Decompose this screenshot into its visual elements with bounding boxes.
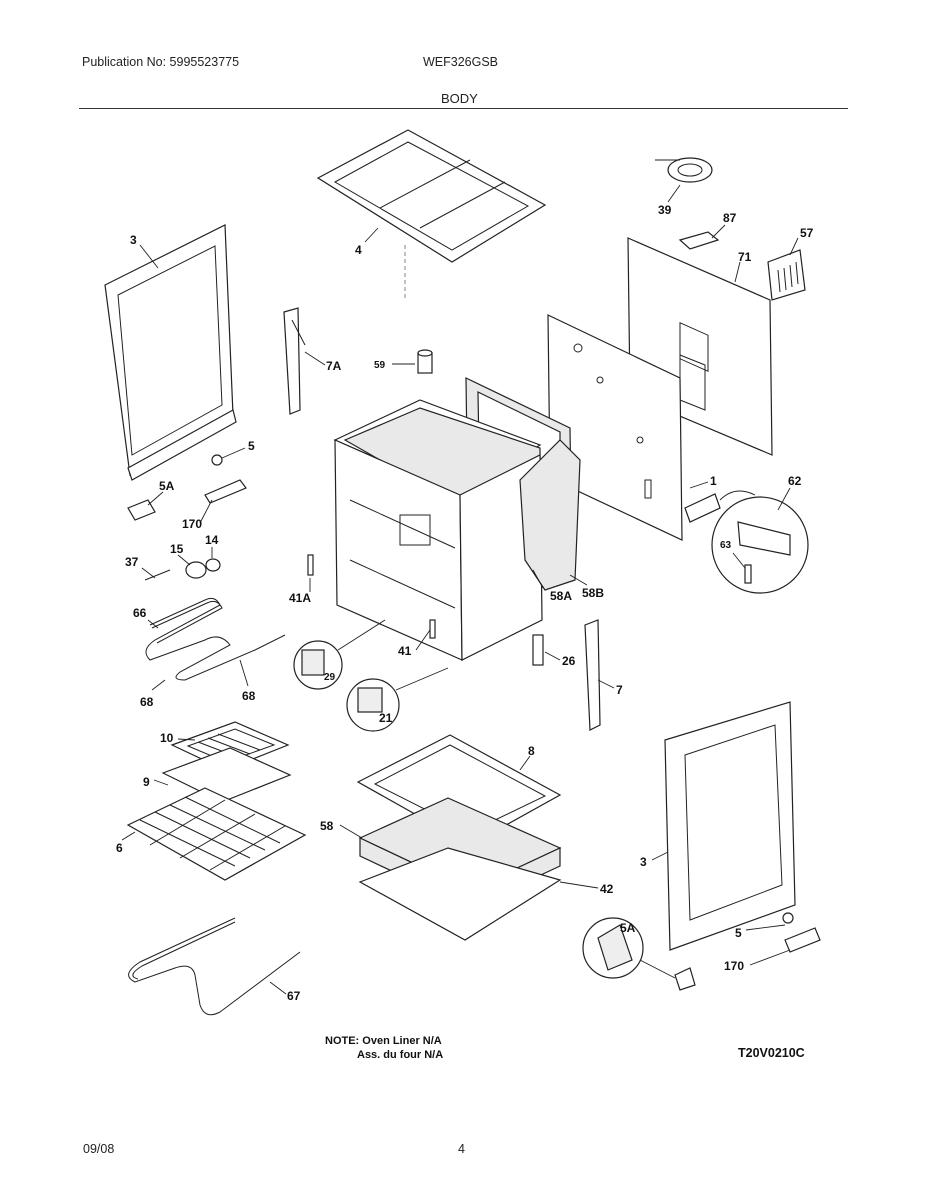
- callout-7a: 7A: [326, 359, 342, 373]
- part-power-cord: [655, 157, 713, 183]
- callout-5a-right: 5A: [620, 921, 636, 935]
- footer-date: 09/08: [83, 1142, 115, 1156]
- part-26: [532, 634, 544, 666]
- callout-170-left: 170: [182, 517, 202, 531]
- callout-42: 42: [600, 882, 614, 896]
- model-number: WEF326GSB: [423, 55, 499, 69]
- callout-3-left: 3: [130, 233, 137, 247]
- callout-37: 37: [125, 555, 139, 569]
- callout-5-left: 5: [248, 439, 255, 453]
- part-label-57: [767, 249, 806, 301]
- callout-3-right: 3: [640, 855, 647, 869]
- callout-41: 41: [398, 644, 412, 658]
- callout-68-left: 68: [140, 695, 154, 709]
- part-label-barcode: [777, 261, 799, 293]
- callout-58b: 58B: [582, 586, 604, 600]
- callout-71: 71: [738, 250, 752, 264]
- part-bracket-87: [678, 231, 720, 250]
- diagram-code: T20V0210C: [738, 1046, 805, 1060]
- part-hinge-receiver-right: [584, 619, 601, 731]
- callout-14: 14: [205, 533, 219, 547]
- part-broil-pan: [161, 747, 292, 803]
- callout-4: 4: [355, 243, 362, 257]
- callout-5-right: 5: [735, 926, 742, 940]
- callout-15: 15: [170, 542, 184, 556]
- part-bottom-cover: [358, 847, 562, 941]
- part-oven-rack: [126, 787, 307, 881]
- callout-170-right: 170: [724, 959, 744, 973]
- callout-57: 57: [800, 226, 814, 240]
- part-bake-element: [128, 917, 301, 1016]
- part-vent-59: [417, 349, 433, 374]
- callout-1: 1: [710, 474, 717, 488]
- part-screw-5-left: [211, 454, 223, 466]
- callout-26: 26: [562, 654, 576, 668]
- part-side-panel-left: [104, 224, 237, 481]
- header-rule: [79, 108, 848, 109]
- part-41: [429, 619, 436, 639]
- callout-7: 7: [616, 683, 623, 697]
- callout-9: 9: [143, 775, 150, 789]
- part-screw-5-right: [782, 912, 794, 924]
- part-broil-pan-insert: [170, 721, 290, 771]
- callout-21: 21: [379, 711, 393, 725]
- callout-39: 39: [658, 203, 672, 217]
- callout-6: 6: [116, 841, 123, 855]
- part-bracket-170-left: [204, 479, 247, 504]
- part-top-panel: [316, 129, 547, 300]
- callout-59: 59: [374, 360, 386, 371]
- note-oven-liner-fr: Ass. du four N/A: [357, 1049, 444, 1061]
- callout-67: 67: [287, 989, 301, 1003]
- part-hinge-receiver-left: [283, 307, 306, 415]
- note-oven-liner: NOTE: Oven Liner N/A: [325, 1035, 442, 1047]
- callout-5a-left: 5A: [159, 479, 175, 493]
- leader-lines: [121, 184, 799, 995]
- part-broil-element: [145, 597, 286, 681]
- callout-10: 10: [160, 731, 174, 745]
- callout-63: 63: [720, 540, 732, 551]
- part-41a: [307, 554, 314, 576]
- callout-29: 29: [324, 672, 336, 683]
- callout-58a: 58A: [550, 589, 572, 603]
- part-bulb-15: [185, 561, 207, 579]
- part-oven-cavity: [333, 399, 543, 661]
- part-bracket-170-right: [784, 927, 821, 953]
- part-side-panel-right: [664, 701, 796, 951]
- footer-page: 4: [458, 1142, 465, 1156]
- callout-41a: 41A: [289, 591, 311, 605]
- part-terminal-block: [684, 493, 721, 523]
- part-socket-14: [205, 558, 221, 572]
- callout-62: 62: [788, 474, 802, 488]
- callout-labels: 3 4 39 87 57 71 7A 59 5 5A 170 1 62 15 1…: [116, 203, 814, 1003]
- callout-58: 58: [320, 819, 334, 833]
- callout-8: 8: [528, 744, 535, 758]
- callout-68-right: 68: [242, 689, 256, 703]
- publication-number: Publication No: 5995523775: [82, 55, 240, 69]
- callout-87: 87: [723, 211, 737, 225]
- part-insulation-58a: [519, 439, 581, 591]
- part-37: [144, 569, 171, 581]
- callout-66: 66: [133, 606, 147, 620]
- section-title: BODY: [441, 91, 478, 106]
